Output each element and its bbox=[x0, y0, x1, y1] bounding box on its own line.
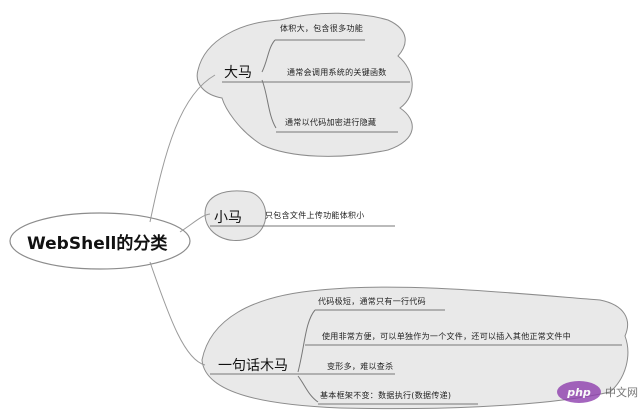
leaf-yijuhua-4: 基本框架不变：数据执行(数据传递) bbox=[320, 391, 452, 400]
leaf-bracket-dama-lower bbox=[261, 79, 277, 129]
branch-bubble-yijuhua bbox=[201, 286, 629, 410]
watermark-text: 中文网 bbox=[605, 386, 638, 399]
leaf-yijuhua-2: 使用非常方便，可以单独作为一个文件，还可以插入其他正常文件中 bbox=[322, 332, 571, 341]
leaf-bracket-yijuhua bbox=[297, 309, 316, 373]
leaf-bracket-yijuhua-lower bbox=[297, 375, 319, 403]
leaf-yijuhua-3: 变形多，难以查杀 bbox=[327, 362, 394, 371]
root-node-label: WebShell的分类 bbox=[27, 234, 168, 254]
leaf-dama-2: 通常会调用系统的关键函数 bbox=[287, 68, 387, 77]
connector-root-yijuhua bbox=[149, 261, 206, 366]
branch-bubble-dama bbox=[196, 12, 413, 157]
leaf-yijuhua-1: 代码极短，通常只有一行代码 bbox=[318, 297, 426, 306]
watermark-logo-icon: php bbox=[557, 381, 601, 403]
connector-root-dama bbox=[149, 74, 216, 223]
root-node-shape bbox=[9, 212, 191, 270]
leaf-dama-1: 体积大，包含很多功能 bbox=[280, 24, 363, 33]
leaf-bracket-dama bbox=[261, 39, 276, 73]
branch-label-dama: 大马 bbox=[224, 65, 252, 81]
branch-bubble-xiaoma bbox=[204, 190, 267, 242]
leaf-xiaoma-1: 只包含文件上传功能体积小 bbox=[265, 211, 365, 220]
branch-label-yijuhua: 一句话木马 bbox=[218, 358, 288, 374]
branch-label-xiaoma: 小马 bbox=[214, 210, 242, 226]
connector-root-xiaoma bbox=[179, 213, 211, 233]
leaf-dama-3: 通常以代码加密进行隐藏 bbox=[285, 118, 377, 127]
watermark: php 中文网 bbox=[557, 379, 638, 405]
